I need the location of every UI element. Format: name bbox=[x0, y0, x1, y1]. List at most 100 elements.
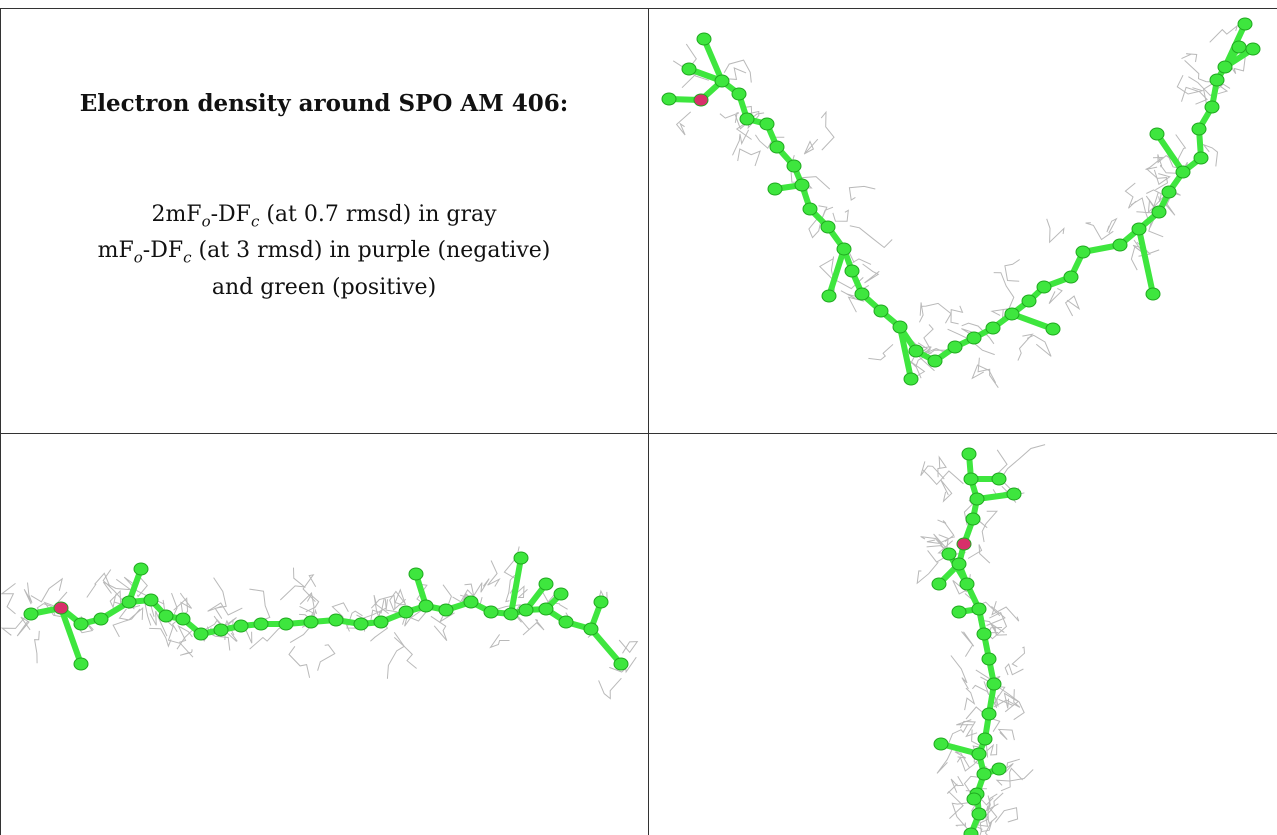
mesh-segment bbox=[305, 594, 320, 613]
carbon-atom bbox=[518, 603, 534, 617]
legend-line-green: and green (positive) bbox=[211, 274, 437, 300]
mesh-segment bbox=[1145, 156, 1164, 170]
legend-text: 2mFo-DFc (at 0.7 rmsd) in gray mFo-DFc (… bbox=[0, 200, 648, 302]
carbon-atom bbox=[836, 242, 852, 256]
carbon-atom bbox=[991, 472, 1007, 486]
carbon-atom bbox=[133, 562, 149, 576]
mesh-segment bbox=[430, 615, 448, 642]
caption-title: Electron density around SPO AM 406: bbox=[79, 90, 569, 117]
legend-line2-rest: (at 3 rmsd) in purple (negative) bbox=[191, 238, 551, 264]
carbon-atom bbox=[873, 304, 889, 318]
mesh-segment bbox=[249, 588, 271, 621]
mesh-segment bbox=[1124, 182, 1137, 209]
mesh-segment bbox=[213, 577, 227, 619]
carbon-atom bbox=[976, 767, 992, 781]
mesh-segment bbox=[956, 756, 981, 772]
mesh-segment bbox=[302, 574, 317, 603]
carbon-atom bbox=[1131, 222, 1147, 236]
mesh-segment bbox=[144, 602, 155, 626]
mesh-segment bbox=[1004, 663, 1024, 676]
mesh-segment bbox=[598, 677, 622, 700]
carbon-atom bbox=[966, 792, 982, 806]
mesh-segment bbox=[923, 324, 934, 355]
carbon-atom bbox=[1112, 238, 1128, 252]
mesh-segment bbox=[1026, 334, 1052, 357]
mesh-segment bbox=[1, 583, 16, 615]
oxygen-atom bbox=[956, 537, 972, 551]
carbon-atom bbox=[759, 117, 775, 131]
mesh-segment bbox=[916, 561, 939, 585]
legend-line2-term-b: -DF bbox=[142, 238, 184, 264]
mesh-segment bbox=[385, 599, 398, 613]
carbon-atom bbox=[786, 159, 802, 173]
mesh-segment bbox=[370, 594, 396, 610]
mesh-segment bbox=[994, 807, 1019, 823]
mesh-segment bbox=[998, 698, 1020, 713]
carbon-atom bbox=[1063, 270, 1079, 284]
carbon-atom bbox=[193, 627, 209, 641]
carbon-atom bbox=[933, 737, 949, 751]
mesh-segment bbox=[23, 582, 33, 605]
carbon-atom bbox=[971, 602, 987, 616]
mesh-segment bbox=[937, 519, 955, 543]
carbon-atom bbox=[143, 593, 159, 607]
carbon-atom bbox=[613, 657, 629, 671]
mesh-segment bbox=[672, 60, 698, 89]
carbon-atom bbox=[959, 577, 975, 591]
mesh-segment bbox=[922, 469, 964, 486]
mesh-segment bbox=[43, 591, 68, 618]
mesh-segment bbox=[868, 344, 894, 361]
molecule-view-top-right bbox=[661, 17, 1261, 388]
carbon-atom bbox=[661, 92, 677, 106]
carbon-atom bbox=[483, 605, 499, 619]
middle-divider bbox=[0, 433, 1277, 434]
mesh-segment bbox=[937, 455, 947, 478]
carbon-atom bbox=[739, 112, 755, 126]
mesh-segment bbox=[955, 822, 966, 827]
ligand bbox=[661, 17, 1261, 386]
mesh-segment bbox=[1146, 189, 1162, 202]
mesh-segment bbox=[1000, 767, 1023, 792]
mesh-segment bbox=[386, 632, 405, 679]
bond bbox=[588, 626, 624, 667]
carbon-atom bbox=[1045, 322, 1061, 336]
legend-line-mfo: mFo-DFc (at 3 rmsd) in purple (negative) bbox=[0, 236, 648, 272]
carbon-atom bbox=[1237, 17, 1253, 31]
mesh-segment bbox=[487, 560, 501, 587]
mesh-segment bbox=[1181, 53, 1198, 63]
carbon-atom bbox=[513, 551, 529, 565]
mesh-segment bbox=[977, 357, 999, 388]
mesh-segment bbox=[981, 510, 999, 543]
mesh-segment bbox=[862, 263, 880, 284]
mesh-segment bbox=[1184, 60, 1217, 83]
carbon-atom bbox=[538, 602, 554, 616]
mesh-segment bbox=[112, 608, 141, 638]
carbon-atom bbox=[1231, 40, 1247, 54]
carbon-atom bbox=[463, 595, 479, 609]
carbon-atom bbox=[951, 605, 967, 619]
carbon-atom bbox=[73, 617, 89, 631]
mesh-segment bbox=[995, 769, 1034, 786]
mesh-segment bbox=[393, 637, 417, 669]
carbon-atom bbox=[398, 605, 414, 619]
legend-line-2mfo: 2mFo-DFc (at 0.7 rmsd) in gray bbox=[0, 200, 648, 236]
mesh-segment bbox=[723, 59, 752, 83]
mesh-segment bbox=[373, 594, 389, 623]
carbon-atom bbox=[1191, 122, 1207, 136]
carbon-atom bbox=[892, 320, 908, 334]
carbon-atom bbox=[963, 827, 979, 835]
legend-line1-rest: (at 0.7 rmsd) in gray bbox=[259, 202, 497, 227]
mesh-segment bbox=[346, 610, 363, 629]
mesh-segment bbox=[967, 544, 991, 564]
mesh-segment bbox=[30, 577, 64, 603]
bond bbox=[58, 605, 84, 667]
mesh-segment bbox=[993, 272, 1015, 313]
mesh-segment bbox=[946, 723, 969, 748]
bond bbox=[1154, 131, 1186, 175]
mesh-segment bbox=[675, 111, 692, 136]
mesh-segment bbox=[86, 572, 111, 598]
carbon-atom bbox=[854, 287, 870, 301]
mesh-segment bbox=[820, 110, 835, 151]
carbon-atom bbox=[991, 762, 1007, 776]
mesh-segment bbox=[370, 611, 389, 642]
